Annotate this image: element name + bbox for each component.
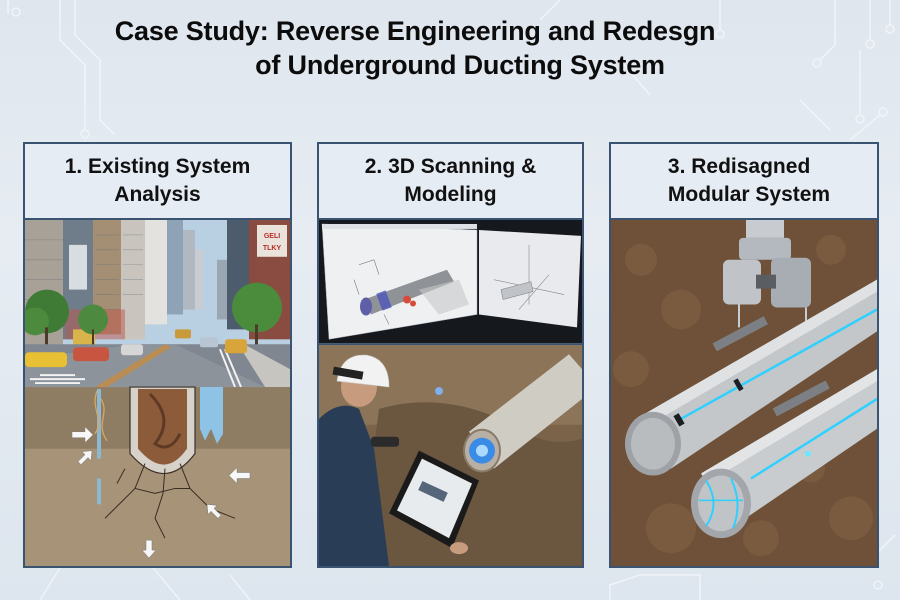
panel-heading-line-2: Modular System	[667, 183, 831, 206]
slide-title-line-1: Case Study: Reverse Engineering and Rede…	[114, 16, 716, 46]
modular-duct-rear	[636, 279, 877, 469]
panel-3d-scanning-modeling: 2. 3D Scanning & Modeling	[317, 142, 584, 568]
panel-header: 2. 3D Scanning & Modeling	[319, 144, 582, 220]
panel-heading: 2. 3D Scanning & Modeling	[365, 153, 537, 209]
panel-header: 1. Existing System Analysis	[25, 144, 290, 220]
panel-heading-line-1: 3. Redisagned	[667, 155, 811, 178]
panel-existing-system-analysis: 1. Existing System Analysis GELI TLKY	[23, 142, 292, 568]
panel-heading-line-2: Modeling	[404, 183, 497, 206]
cad-screen-right	[479, 229, 581, 328]
slide-title-line-2: of Underground Ducting System	[255, 50, 665, 80]
slide-title: Case Study: Reverse Engineering and Rede…	[0, 14, 900, 82]
panel-heading-line-2: Analysis	[114, 183, 201, 206]
existing-system-illustration: GELI TLKY	[25, 220, 290, 566]
modular-system-illustration	[611, 220, 877, 566]
sensor-light-line	[680, 308, 877, 420]
hard-hat	[336, 354, 390, 388]
panel-heading-line-1: 1. Existing System	[64, 155, 251, 178]
panel-heading: 1. Existing System Analysis	[65, 153, 251, 209]
panel-header: 3. Redisagned Modular System	[611, 144, 877, 220]
svg-text:GELI: GELI	[264, 233, 280, 240]
scanning-modeling-illustration	[319, 220, 582, 566]
engineer	[319, 405, 389, 566]
panel-heading: 3. Redisagned Modular System	[658, 153, 830, 209]
panel-heading-line-1: 2. 3D Scanning &	[364, 155, 537, 178]
soil-pressure-arrow	[71, 426, 94, 444]
robot-arm	[746, 220, 784, 238]
svg-text:TLKY: TLKY	[263, 245, 282, 252]
panel-redesigned-modular-system: 3. Redisagned Modular System	[609, 142, 879, 568]
